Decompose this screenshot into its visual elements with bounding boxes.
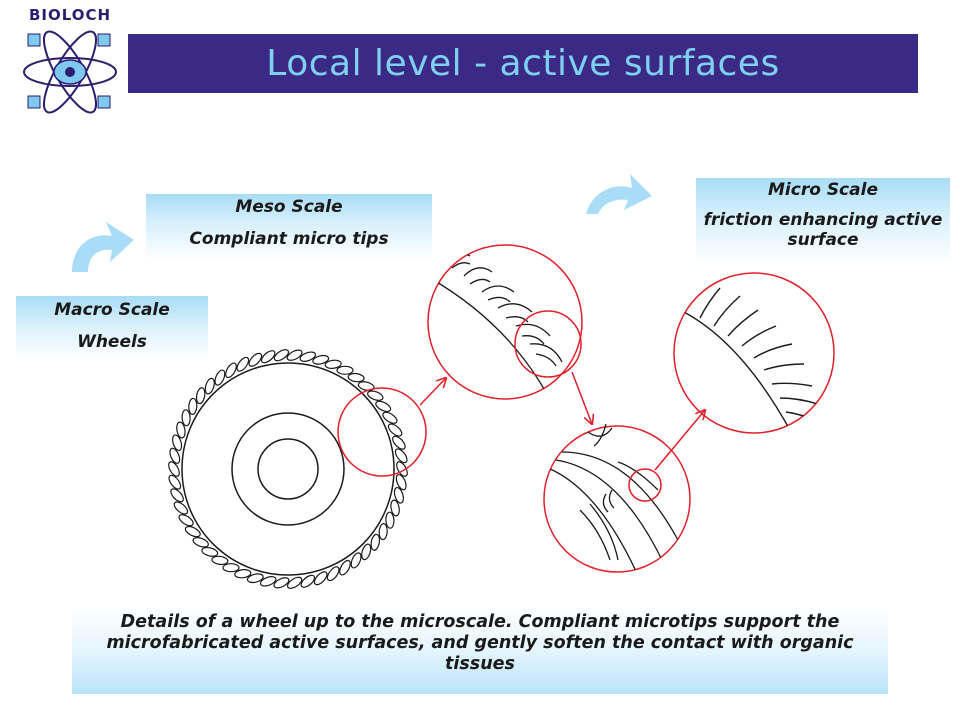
meso-zoom-circle [427, 244, 583, 400]
wheel-tooth [204, 377, 215, 395]
wheel-tooth [336, 365, 354, 375]
wheel-tooth [367, 390, 384, 401]
zoom-arrow [419, 378, 446, 406]
wheel-tooth [246, 573, 264, 584]
tips-zoom-circle [543, 423, 691, 573]
wheel-tooth [214, 369, 226, 386]
wheel-tooth [172, 434, 183, 452]
wheel-tooth [357, 381, 375, 392]
wheel-tooth [273, 577, 290, 589]
wheel-tooth [211, 555, 229, 566]
curved-arrow-icon [72, 222, 134, 272]
title-bar: Local level - active surfaces [128, 34, 918, 93]
macro-scale-label: Macro Scale Wheels [16, 296, 208, 360]
meso-scale-desc: Compliant micro tips [189, 229, 389, 249]
wheel-tooth [387, 423, 403, 437]
wheel-tooth [236, 356, 250, 372]
wheel-tooth [259, 576, 277, 587]
wheel-tooth [184, 525, 201, 538]
wheel-tooth [396, 461, 408, 477]
wheel-tooth [173, 501, 189, 515]
wheel-tooth [201, 546, 219, 557]
micro-scale-desc: friction enhancing active surface [703, 210, 943, 250]
wheel-tooth [234, 569, 252, 579]
page-title: Local level - active surfaces [266, 43, 780, 84]
wheel-tooth [248, 352, 263, 367]
active-surface-zoom-circle [673, 272, 835, 434]
wheel-tooth [378, 523, 388, 541]
wheel-tooth [169, 447, 181, 464]
wheel-tooth [273, 349, 290, 362]
wheel-tooth [347, 372, 365, 383]
wheel-tooth [326, 566, 340, 582]
wheel-tooth [390, 499, 400, 517]
micro-scale-title: Micro Scale [768, 180, 878, 200]
wheel-tooth [392, 435, 406, 450]
wheel-tooth [286, 576, 303, 589]
wheel-tooth [393, 486, 404, 504]
magnifier-circle [337, 387, 427, 477]
wheel-tooth [176, 421, 186, 439]
micro-scale-label: Micro Scale friction enhancing active su… [696, 178, 950, 264]
wheel-tooth [195, 387, 206, 405]
wheel-tooth [168, 474, 182, 490]
wheel-tooth [313, 571, 328, 586]
wheel-tooth [300, 574, 316, 588]
bioloch-logo: BIOLOCH [14, 6, 126, 118]
wheel-tooth [312, 354, 330, 365]
atom-logo-icon [23, 30, 117, 114]
wheel-tooth [188, 397, 198, 415]
wheel-tooth [222, 563, 240, 573]
wheel-tooth [339, 559, 351, 576]
meso-scale-label: Meso Scale Compliant micro tips [146, 194, 432, 260]
wheel-tooth [181, 409, 191, 427]
caption-text: Details of a wheel up to the microscale.… [106, 612, 854, 674]
wheel-tooth [260, 350, 276, 364]
macro-scale-title: Macro Scale [54, 300, 170, 320]
wheel-tooth [178, 514, 194, 527]
wheel-tooth [375, 400, 392, 413]
wheel-tooth [225, 362, 237, 379]
zoom-arrow [571, 371, 592, 424]
logo-text: BIOLOCH [28, 6, 112, 24]
wheel-tooth [192, 537, 209, 548]
wheel-tooth [350, 552, 362, 569]
wheel-tooth [370, 533, 381, 551]
curved-arrow-icon [586, 174, 652, 214]
wheel-tooth [395, 474, 407, 491]
wheel-teeth [168, 349, 408, 589]
wheel-tooth [286, 349, 303, 361]
wheel [181, 362, 395, 576]
wheel-tooth [382, 411, 398, 424]
wheel-tooth [361, 543, 372, 561]
wheel-tooth [324, 359, 342, 369]
macro-scale-desc: Wheels [77, 332, 147, 352]
meso-scale-title: Meso Scale [235, 197, 343, 217]
wheel-tooth [394, 448, 408, 464]
wheel-tooth [170, 488, 184, 503]
caption: Details of a wheel up to the microscale.… [72, 606, 888, 694]
wheel-tooth [385, 511, 395, 529]
wheel-tooth [168, 461, 180, 477]
zoom-arrow [654, 410, 705, 471]
wheel-tooth [299, 351, 317, 362]
